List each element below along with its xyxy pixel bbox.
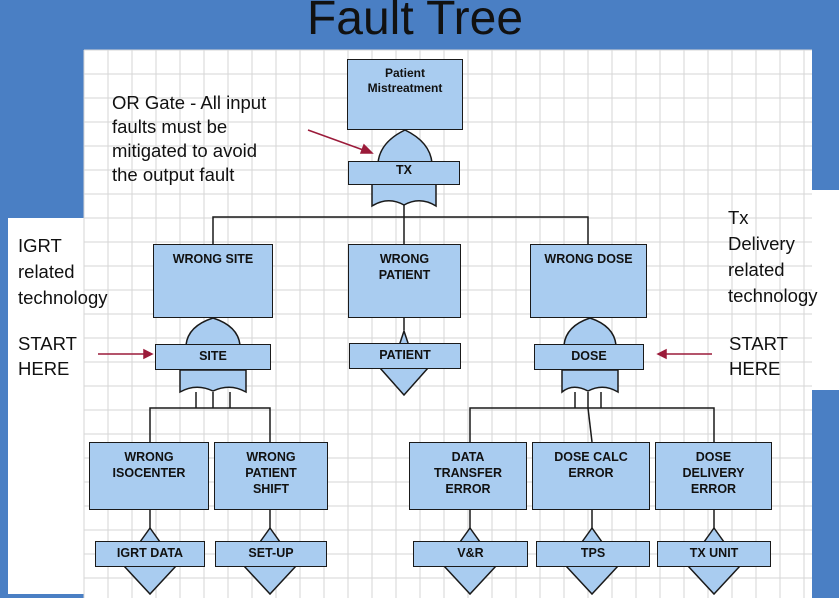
- node-label-line: DOSE CALC: [554, 450, 628, 464]
- igrt-note-line: technology: [18, 287, 108, 308]
- node-label-line: PATIENT: [245, 466, 297, 480]
- tx-delivery-note: Tx Delivery related technology: [728, 205, 817, 309]
- or-gate-tx-bottom: [371, 183, 437, 208]
- base-event-igrt-data: IGRT DATA: [95, 541, 205, 567]
- base-event-tps: TPS: [536, 541, 650, 567]
- or-gate-note-line: mitigated to avoid: [112, 140, 258, 161]
- tx-note-line: Tx: [728, 207, 749, 228]
- label-patient: PATIENT: [349, 343, 461, 369]
- or-gate-note-line: the output fault: [112, 164, 235, 185]
- node-label-line: PATIENT: [378, 268, 431, 282]
- node-label-line: ISOCENTER: [112, 466, 186, 480]
- event-wrong-patient-shift: WRONG PATIENT SHIFT: [214, 442, 328, 510]
- node-label-line: TRANSFER: [433, 466, 503, 480]
- arrow-start-right-head: [656, 348, 667, 360]
- or-gate-note: OR Gate - All input faults must be mitig…: [112, 91, 266, 187]
- tx-note-line: related: [728, 259, 785, 280]
- base-event-set-up: SET-UP: [215, 541, 327, 567]
- node-label-line: WRONG: [124, 450, 174, 464]
- slide-title: Fault Tree: [306, 0, 524, 45]
- or-gate-note-line: OR Gate - All input: [112, 92, 267, 113]
- node-label-line: DELIVERY: [682, 466, 745, 480]
- node-label-line: ERROR: [445, 482, 491, 496]
- start-here-line: HERE: [18, 358, 70, 379]
- event-wrong-site: WRONG SITE: [153, 244, 273, 318]
- event-wrong-patient: WRONG PATIENT: [348, 244, 461, 318]
- node-label-line: WRONG: [246, 450, 296, 464]
- start-here-line: HERE: [729, 358, 781, 379]
- arrow-or-gate-head: [359, 143, 374, 154]
- event-wrong-dose: WRONG DOSE: [530, 244, 647, 318]
- base-event-vr: V&R: [413, 541, 528, 567]
- node-label-line: WRONG: [379, 252, 430, 266]
- node-label-line: SHIFT: [252, 482, 290, 496]
- start-here-line: START: [729, 333, 788, 354]
- node-label-line: DOSE: [695, 450, 732, 464]
- event-dose-delivery-error: DOSE DELIVERY ERROR: [655, 442, 772, 510]
- connector-lines: [149, 205, 715, 530]
- or-gate-site-bottom: [179, 369, 247, 394]
- or-gate-dose-top: [563, 317, 617, 346]
- arrow-start-left-head: [143, 348, 154, 360]
- top-event-patient-mistreatment: Patient Mistreatment: [347, 59, 463, 130]
- start-here-line: START: [18, 333, 77, 354]
- node-label-line: Mistreatment: [367, 81, 443, 95]
- event-data-transfer-error: DATA TRANSFER ERROR: [409, 442, 527, 510]
- gate-label-tx: TX: [348, 161, 460, 185]
- white-panel-left: [8, 218, 88, 388]
- node-label-line: WRONG DOSE: [544, 252, 633, 266]
- event-wrong-isocenter: WRONG ISOCENTER: [89, 442, 209, 510]
- node-label-line: Patient: [384, 66, 425, 80]
- tx-note-line: technology: [728, 285, 818, 306]
- igrt-note-line: related: [18, 261, 75, 282]
- gate-label-site: SITE: [155, 344, 271, 370]
- node-label-line: DATA: [451, 450, 485, 464]
- gate-label-dose: DOSE: [534, 344, 644, 370]
- igrt-note-line: IGRT: [18, 235, 62, 256]
- or-gate-site-top: [185, 317, 241, 346]
- event-dose-calc-error: DOSE CALC ERROR: [532, 442, 650, 510]
- or-gate-tx-top: [377, 129, 433, 164]
- tx-note-line: Delivery: [728, 233, 795, 254]
- node-label-line: ERROR: [568, 466, 614, 480]
- arrow-or-gate-line: [307, 129, 367, 152]
- start-here-left: START HERE: [18, 331, 77, 381]
- igrt-related-note: IGRT related technology: [18, 233, 107, 311]
- node-label-line: ERROR: [690, 482, 737, 496]
- base-event-tx-unit: TX UNIT: [657, 541, 771, 567]
- or-gate-note-line: faults must be: [112, 116, 228, 137]
- start-here-right: START HERE: [729, 331, 788, 381]
- or-gate-dose-bottom: [561, 369, 619, 394]
- node-label-line: WRONG SITE: [172, 252, 254, 266]
